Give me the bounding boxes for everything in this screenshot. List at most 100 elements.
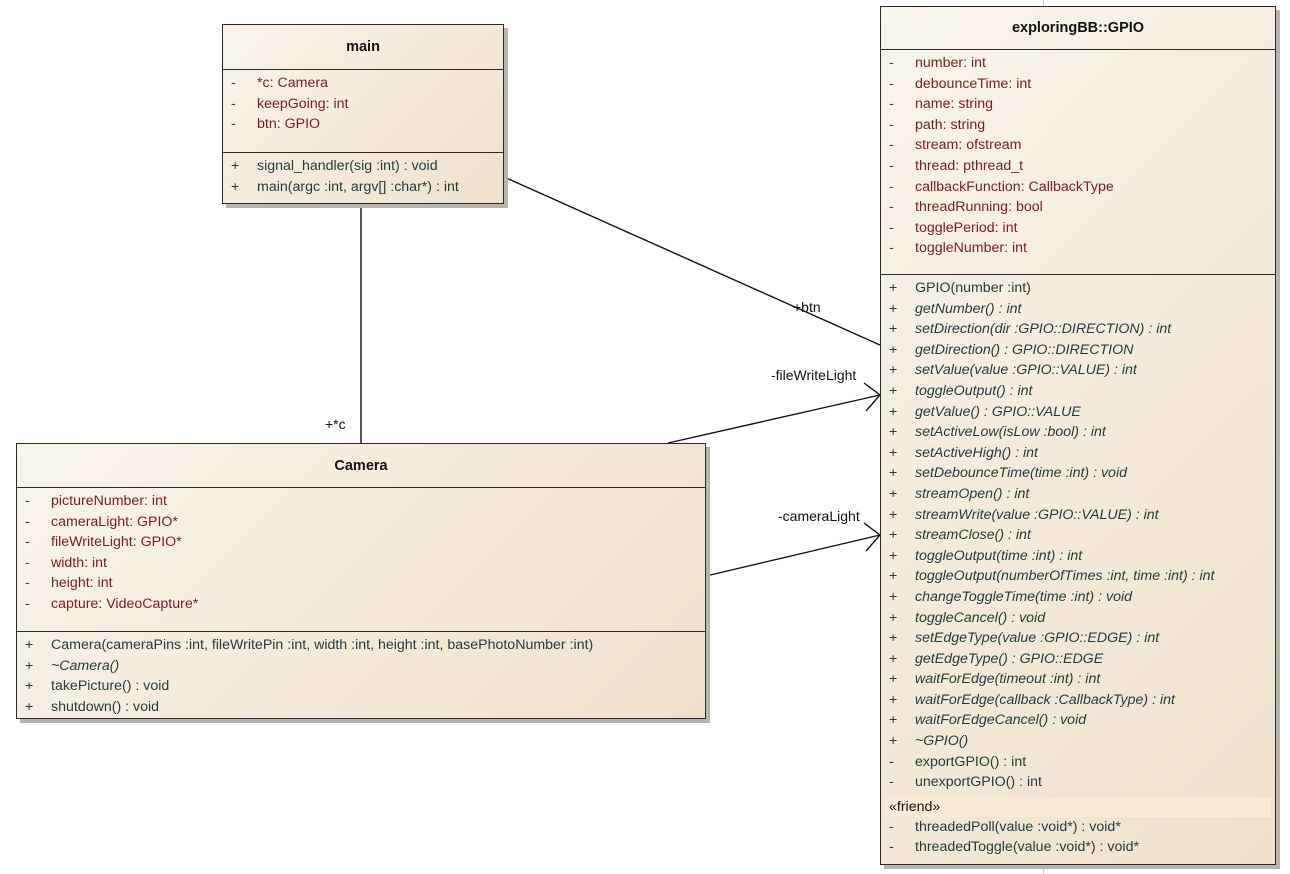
operation-row[interactable]: - threadedToggle(value :void*) : void* xyxy=(881,837,1275,858)
visibility-marker: - xyxy=(25,554,30,571)
operation-text: takePicture() : void xyxy=(51,678,170,695)
operation-row[interactable]: +takePicture() : void xyxy=(17,676,705,697)
attribute-row[interactable]: -*c: Camera xyxy=(223,73,503,94)
attribute-row[interactable]: -fileWriteLight: GPIO* xyxy=(17,532,705,553)
operation-text: waitForEdge(callback :CallbackType) : in… xyxy=(915,691,1175,708)
attribute-text: stream: ofstream xyxy=(915,137,1022,154)
class-main[interactable]: main -*c: Camera-keepGoing: int-btn: GPI… xyxy=(222,24,504,204)
attribute-row[interactable]: -togglePeriod: int xyxy=(881,218,1275,239)
attribute-text: name: string xyxy=(915,96,994,113)
operation-row[interactable]: + setDirection(dir :GPIO::DIRECTION) : in… xyxy=(881,319,1275,340)
operation-text: setValue(value :GPIO::VALUE) : int xyxy=(915,362,1137,379)
operation-row[interactable]: +toggleOutput(time :int) : int xyxy=(881,546,1275,567)
operation-row[interactable]: +getValue() : GPIO::VALUE xyxy=(881,402,1275,423)
operation-row[interactable]: +toggleOutput() : int xyxy=(881,381,1275,402)
attribute-row[interactable]: -threadRunning: bool xyxy=(881,197,1275,218)
role-label-filewritelight: -fileWriteLight xyxy=(771,367,857,383)
operation-row[interactable]: +toggleCancel() : void xyxy=(881,608,1275,629)
operation-row[interactable]: +streamWrite(value :GPIO::VALUE) : int xyxy=(881,505,1275,526)
attribute-row[interactable]: -thread: pthread_t xyxy=(881,156,1275,177)
visibility-marker: - xyxy=(889,137,894,154)
operation-row[interactable]: + GPIO(number :int) xyxy=(881,278,1275,299)
operation-row[interactable]: +getEdgeType() : GPIO::EDGE xyxy=(881,649,1275,670)
operation-row[interactable]: +setValue(value :GPIO::VALUE) : int xyxy=(881,360,1275,381)
operation-row[interactable]: +changeToggleTime(time :int) : void xyxy=(881,587,1275,608)
attribute-row[interactable]: -keepGoing: int xyxy=(223,94,503,115)
operation-row[interactable]: +streamOpen() : int xyxy=(881,484,1275,505)
operation-row[interactable]: +~Camera() xyxy=(17,656,705,677)
class-title: main xyxy=(223,25,503,70)
attribute-row[interactable]: -btn: GPIO xyxy=(223,114,503,135)
attribute-row[interactable]: -height: int xyxy=(17,573,705,594)
operation-row[interactable]: + waitForEdge(callback :CallbackType) : i… xyxy=(881,690,1275,711)
operation-row[interactable]: +setActiveLow(isLow :bool) : int xyxy=(881,422,1275,443)
operation-row[interactable]: +Camera(cameraPins :int, fileWritePin :i… xyxy=(17,635,705,656)
operation-text: getValue() : GPIO::VALUE xyxy=(915,403,1081,420)
operation-text: toggleOutput(numberOfTimes :int, time :i… xyxy=(915,568,1215,585)
attribute-row[interactable]: -width: int xyxy=(17,553,705,574)
attribute-row[interactable]: -pictureNumber: int xyxy=(17,491,705,512)
operation-row[interactable]: +waitForEdgeCancel() : void xyxy=(881,710,1275,731)
operation-row[interactable]: -threadedPoll(value :void*) : void* xyxy=(881,817,1275,838)
visibility-marker: + xyxy=(889,485,898,502)
visibility-marker: - xyxy=(25,595,30,612)
operation-text: waitForEdgeCancel() : void xyxy=(915,712,1087,729)
visibility-marker: + xyxy=(889,321,898,338)
operation-row[interactable]: +getNumber() : int xyxy=(881,299,1275,320)
association-camera-filewritelight[interactable] xyxy=(667,394,881,444)
operation-text: shutdown() : void xyxy=(51,698,160,715)
operation-text: waitForEdge(timeout :int) : int xyxy=(915,671,1101,688)
class-camera[interactable]: Camera -pictureNumber: int-cameraLight: … xyxy=(16,443,706,719)
operation-text: threadedToggle(value :void*) : void* xyxy=(915,839,1139,856)
class-title: exploringBB::GPIO xyxy=(881,7,1275,50)
attribute-row[interactable]: -name: string xyxy=(881,94,1275,115)
visibility-marker: + xyxy=(25,657,34,674)
visibility-marker: + xyxy=(889,691,898,708)
attribute-row[interactable]: -callbackFunction: CallbackType xyxy=(881,177,1275,198)
visibility-marker: - xyxy=(889,774,894,791)
operation-row[interactable]: +signal_handler(sig :int) : void xyxy=(223,156,503,177)
operation-text: streamWrite(value :GPIO::VALUE) : int xyxy=(915,506,1159,523)
visibility-marker: + xyxy=(889,280,898,296)
attribute-text: callbackFunction: CallbackType xyxy=(915,178,1114,195)
attribute-row[interactable]: - capture: VideoCapture* xyxy=(17,594,705,615)
operation-text: GPIO(number :int) xyxy=(915,280,1031,296)
visibility-marker: + xyxy=(231,158,240,174)
attribute-text: thread: pthread_t xyxy=(915,157,1024,174)
operation-row[interactable]: -unexportGPIO() : int xyxy=(881,772,1275,793)
visibility-marker: + xyxy=(889,609,898,626)
visibility-marker: - xyxy=(889,839,894,856)
association-main-gpio[interactable] xyxy=(503,176,881,346)
attribute-row[interactable]: -path: string xyxy=(881,115,1275,136)
visibility-marker: + xyxy=(889,568,898,585)
operation-row[interactable]: +shutdown() : void xyxy=(17,697,705,718)
attribute-row[interactable]: - stream: ofstream xyxy=(881,135,1275,156)
operation-text: threadedPoll(value :void*) : void* xyxy=(915,818,1121,835)
operation-row[interactable]: +streamClose() : int xyxy=(881,525,1275,546)
operation-row[interactable]: +setEdgeType(value :GPIO::EDGE) : int xyxy=(881,628,1275,649)
operation-row[interactable]: + toggleOutput(numberOfTimes :int, time :… xyxy=(881,566,1275,587)
visibility-marker: - xyxy=(25,534,30,551)
attribute-text: capture: VideoCapture* xyxy=(51,595,199,612)
attribute-row[interactable]: -debounceTime: int xyxy=(881,74,1275,95)
operation-text: getNumber() : int xyxy=(915,300,1022,317)
attribute-row[interactable]: -toggleNumber: int xyxy=(881,238,1275,259)
operation-row[interactable]: -exportGPIO() : int xyxy=(881,752,1275,773)
visibility-marker: + xyxy=(889,671,898,688)
operation-text: setDirection(dir :GPIO::DIRECTION) : int xyxy=(915,321,1172,338)
operation-row[interactable]: +~GPIO() xyxy=(881,731,1275,752)
operation-row[interactable]: +setActiveHigh() : int xyxy=(881,443,1275,464)
class-gpio[interactable]: exploringBB::GPIO -number: int-debounceT… xyxy=(880,6,1276,865)
operation-text: getEdgeType() : GPIO::EDGE xyxy=(915,650,1104,667)
attribute-row[interactable]: -cameraLight: GPIO* xyxy=(17,512,705,533)
visibility-marker: + xyxy=(889,527,898,544)
operation-row[interactable]: + waitForEdge(timeout :int) : int xyxy=(881,669,1275,690)
visibility-marker: + xyxy=(889,547,898,564)
operation-row[interactable]: +getDirection() : GPIO::DIRECTION xyxy=(881,340,1275,361)
attribute-text: threadRunning: bool xyxy=(915,199,1043,216)
attribute-row[interactable]: -number: int xyxy=(881,53,1275,74)
association-camera-cameralight[interactable] xyxy=(705,534,881,577)
operation-row[interactable]: +setDebounceTime(time :int) : void xyxy=(881,463,1275,484)
role-label-btn: +btn xyxy=(793,299,821,315)
operation-row[interactable]: +main(argc :int, argv[] :char*) : int xyxy=(223,177,503,198)
